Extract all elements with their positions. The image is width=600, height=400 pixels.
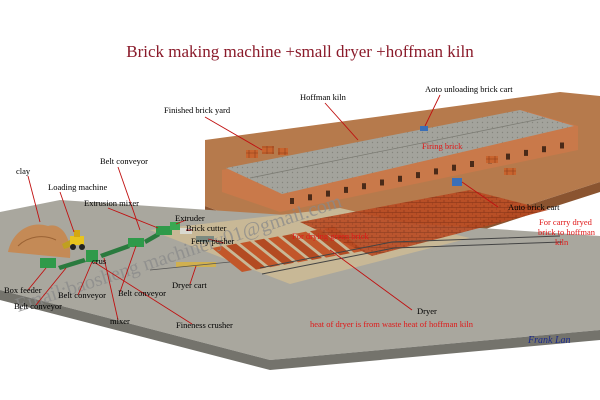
label-clay: clay [16, 166, 31, 176]
dryer-brick-row [240, 241, 280, 268]
factory-floor-edge [0, 290, 600, 370]
dryer-shed-roof [300, 190, 548, 256]
label-firing-brick: Firing brick [422, 141, 463, 151]
label-carry-line-1: For carry dryed [539, 217, 593, 227]
dryer-brick-row [296, 231, 336, 258]
label-box-feeder: Box feeder [4, 285, 42, 295]
clay-pile [8, 224, 71, 258]
brick-cutter [180, 228, 192, 234]
dryer-brick-row [212, 246, 252, 272]
diagram-title: Brick making machine +small dryer +hoffm… [126, 42, 474, 61]
kiln-door [290, 198, 294, 204]
kiln-door [344, 186, 348, 193]
label-extrusion-mixer: Extrusion mixer [84, 198, 139, 208]
kiln-door [308, 194, 312, 201]
ferry-pusher [196, 236, 214, 242]
auto-brick-cart [452, 178, 462, 186]
label-ferry-pusher: Ferry pusher [191, 236, 234, 246]
label-mixer: mixer [110, 316, 130, 326]
hoffman-kiln-roof [226, 110, 574, 194]
kiln-door [560, 142, 564, 149]
dryer-track [259, 235, 561, 269]
kiln-door [380, 179, 384, 186]
label-carry-line-2: brick to hoffman [538, 227, 596, 237]
kiln-ridge-line [249, 117, 546, 179]
kiln-door [470, 161, 474, 167]
clay-pile-shade [17, 236, 57, 247]
belt-conveyor-bottom [58, 258, 86, 270]
finished-brick-stack [486, 156, 498, 163]
fineness-crusher [86, 250, 98, 262]
dryer-track [261, 241, 563, 275]
mixer [128, 238, 144, 247]
dryer-brick-row [254, 238, 294, 265]
label-extruder: Extruder [175, 213, 205, 223]
label-hoffman-kiln: Hoffman kiln [300, 92, 347, 102]
label-dryer: Dryer [417, 306, 437, 316]
kiln-door [326, 190, 330, 197]
kiln-door [434, 168, 438, 175]
belt-conveyor-mid [100, 244, 130, 258]
finished-brick-stack [246, 150, 258, 158]
kiln-door-row [290, 142, 564, 204]
label-brick-cutter: Brick cutter [186, 223, 227, 233]
dryer-cart [176, 262, 216, 267]
dryer-brick-row [226, 243, 266, 270]
label-auto-unloading-cart: Aoto unloading brick cart [425, 84, 513, 94]
label-auto-brick-cart: Auto brick cart [508, 202, 560, 212]
author-signature: Frank Lan [527, 335, 571, 346]
leader-lines [27, 94, 499, 325]
label-belt-conveyor-bottom: Belt conveyor [14, 301, 62, 311]
label-dryer-cart: Dryer cart [172, 280, 207, 290]
kiln-door [506, 153, 510, 160]
label-finished-brick-yard: Finished brick yard [164, 105, 231, 115]
label-belt-conveyor-left: Belt conveyor [58, 290, 106, 300]
label-loading-machine: Loading machine [48, 182, 107, 192]
extrusion-mixer [156, 226, 172, 235]
label-carry-line-3: kiln [555, 237, 569, 247]
finished-brick-stack [262, 146, 274, 154]
box-feeder [40, 258, 56, 268]
kiln-door [398, 175, 402, 182]
label-fineness-crusher: Fineness crusher [176, 320, 233, 330]
extruder [170, 222, 180, 230]
finished-brick-stack [504, 168, 516, 175]
label-belt-conveyor-top: Belt conveyor [100, 156, 148, 166]
label-heat-note: heat of dryer is from waste heat of hoff… [310, 319, 474, 329]
finished-brick-stack [278, 148, 288, 155]
kiln-door [524, 149, 528, 156]
dryer-brick-row [310, 229, 350, 256]
kiln-door [362, 183, 366, 190]
kiln-door [542, 146, 546, 153]
auto-unloading-cart [420, 126, 428, 131]
kiln-door [452, 164, 456, 171]
label-crusher-small: crus [92, 256, 106, 266]
loading-machine [62, 230, 85, 250]
kiln-door [416, 172, 420, 179]
label-drying-green-brick: For drying green brick [292, 231, 369, 241]
dryer-brick-row [282, 234, 322, 260]
dryer-brick-row [268, 236, 308, 263]
label-belt-conveyor-mid: Belt conveyor [118, 288, 166, 298]
dryer-cart-track [149, 261, 231, 271]
